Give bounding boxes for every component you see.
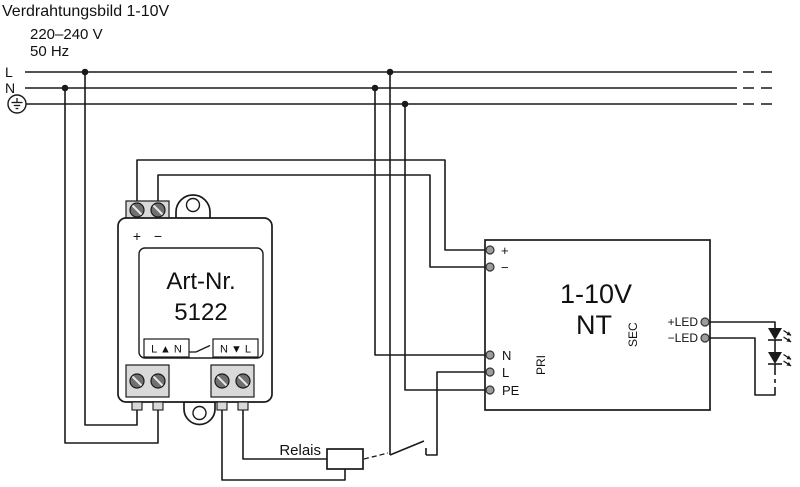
- screw-terminal: [150, 373, 166, 389]
- nt-terminal-l-dot: [485, 367, 495, 377]
- wire-n-to-dimmer: [64, 88, 159, 444]
- wire-entry-tab: [131, 401, 143, 411]
- wire-control-minus: [157, 174, 486, 268]
- dimmer-device: + − Art-Nr. 5122 L ▲ N N ▼ L: [117, 194, 273, 426]
- nt-title-line2: NT: [576, 310, 612, 340]
- n-line-label: N: [5, 80, 15, 96]
- led-emission-arrow: [783, 336, 792, 343]
- terminal-label-box-right: [212, 338, 259, 358]
- frequency-label: 50 Hz: [30, 43, 69, 60]
- wire-relay-coil-return: [221, 402, 346, 481]
- header: Verdrahtungsbild 1-10V 220–240 V 50 Hz: [2, 3, 170, 60]
- terminal-label-right: N ▼ L: [220, 344, 251, 356]
- terminal-label-left: L ▲ N: [151, 344, 182, 356]
- l-line-label: L: [5, 64, 13, 80]
- nt-out-plus-label: +LED: [668, 315, 699, 329]
- screw-terminal: [129, 373, 145, 389]
- wire-switch-to-nt-l: [426, 371, 486, 456]
- mains-lines: L N: [5, 64, 779, 114]
- relay: Relais: [279, 440, 427, 470]
- internal-switch-symbol: [189, 344, 211, 353]
- nt-out-plus-dot: [700, 317, 710, 327]
- nt-terminal-n-label: N: [502, 348, 511, 363]
- nt-sec-label: SEC: [626, 322, 640, 347]
- led-diode: [768, 328, 782, 341]
- nt-pri-label: PRI: [534, 355, 548, 375]
- led-string: [709, 321, 792, 396]
- wires: [64, 72, 486, 481]
- wire-led-plus: [709, 321, 776, 328]
- nt-terminal-minus-label: −: [501, 260, 509, 275]
- relay-label: Relais: [279, 442, 321, 459]
- nt-terminal-n-dot: [485, 350, 495, 360]
- relay-switch-blade: [389, 440, 425, 456]
- wire-pe-to-nt: [404, 104, 486, 391]
- relay-mech-link: [363, 452, 389, 460]
- screw-terminal: [150, 202, 166, 218]
- led-emission-arrow: [783, 329, 792, 336]
- dimmer-faceplate: [138, 247, 264, 359]
- wire-led-minus: [709, 337, 776, 396]
- dimmer-plus-label: +: [133, 228, 141, 244]
- nt-terminal-l-label: L: [502, 365, 509, 380]
- earth-symbol: [7, 94, 27, 114]
- nt-power-supply: + − N L PE PRI SEC 1-10V NT +LED −LED: [484, 239, 711, 411]
- dimmer-art-line1: Art-Nr.: [166, 268, 235, 295]
- wire-entry-tab: [152, 401, 164, 411]
- nt-terminal-pe-dot: [485, 385, 495, 395]
- dimmer-art-line2: 5122: [174, 299, 227, 326]
- terminal-label-box-left: [143, 338, 190, 358]
- wire-control-plus: [136, 159, 486, 251]
- nt-out-minus-dot: [700, 333, 710, 343]
- mounting-hole-top: [185, 197, 201, 213]
- led-emission-arrow: [783, 353, 792, 360]
- led-diode: [768, 352, 782, 365]
- nt-terminal-plus-label: +: [501, 243, 509, 258]
- wire-dimmer-to-relay-coil: [242, 402, 327, 460]
- mounting-hole-bottom: [192, 405, 207, 421]
- screw-terminal: [235, 373, 251, 389]
- wire-entry-tab: [216, 401, 228, 411]
- dimmer-minus-label: −: [154, 228, 162, 244]
- screw-terminal: [129, 202, 145, 218]
- wire-l-to-dimmer: [84, 72, 138, 426]
- wire-entry-tab: [237, 401, 249, 411]
- wire-n-to-nt: [374, 88, 486, 356]
- nt-box: [484, 239, 711, 411]
- led-emission-arrow: [783, 360, 792, 367]
- relay-coil: [326, 448, 364, 470]
- screw-terminal: [214, 373, 230, 389]
- nt-terminal-minus-dot: [485, 262, 495, 272]
- voltage-label: 220–240 V: [30, 26, 103, 43]
- nt-out-minus-label: −LED: [668, 331, 699, 345]
- page-title: Verdrahtungsbild 1-10V: [2, 3, 170, 20]
- nt-terminal-pe-label: PE: [502, 383, 520, 398]
- nt-terminal-plus-dot: [485, 245, 495, 255]
- nt-title-line1: 1-10V: [560, 279, 632, 309]
